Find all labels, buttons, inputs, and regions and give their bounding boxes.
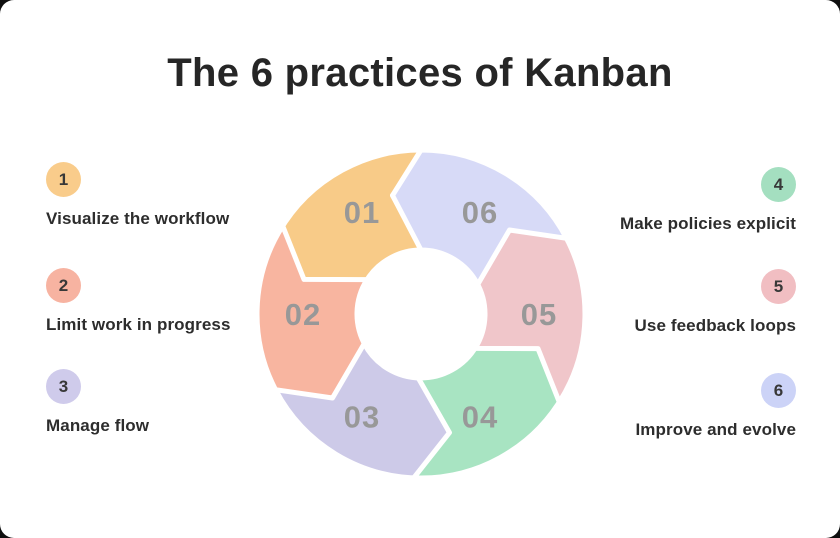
practice-6-badge: 6: [761, 373, 796, 408]
wheel-number-06: 06: [462, 195, 498, 230]
wheel-number-02: 02: [285, 297, 321, 332]
practice-4-badge: 4: [761, 167, 796, 202]
practice-item-4: 4 Make policies explicit: [620, 167, 796, 234]
wheel-segment-06: [390, 147, 569, 287]
wheel-number-04: 04: [462, 399, 498, 434]
practice-1-number: 1: [58, 169, 69, 189]
practice-3-label: Manage flow: [46, 416, 150, 435]
practice-item-6: 6 Improve and evolve: [635, 373, 796, 440]
practice-5-label: Use feedback loops: [634, 316, 796, 335]
page-title: The 6 practices of Kanban: [167, 51, 673, 95]
practice-item-5: 5 Use feedback loops: [635, 269, 796, 336]
practice-5-badge: 5: [761, 269, 796, 304]
practice-1-badge: 1: [46, 162, 81, 197]
practice-4-number: 4: [773, 174, 784, 194]
practice-item-2: 2 Limit work in progress: [46, 268, 231, 335]
wheel-number-01: 01: [344, 195, 380, 230]
practice-item-3: 3 Manage flow: [46, 369, 149, 436]
wheel-number-05: 05: [521, 297, 557, 332]
practice-3-number: 3: [58, 376, 69, 396]
practice-4-label: Make policies explicit: [619, 214, 796, 233]
practice-1-label: Visualize the workflow: [46, 209, 230, 228]
wheel-number-03: 03: [344, 399, 380, 434]
practice-5-number: 5: [773, 276, 784, 296]
practice-3-badge: 3: [46, 369, 81, 404]
practice-6-number: 6: [773, 380, 784, 400]
practice-6-label: Improve and evolve: [635, 420, 796, 439]
practice-2-number: 2: [58, 275, 69, 295]
practice-2-badge: 2: [46, 268, 81, 303]
practice-2-label: Limit work in progress: [46, 315, 231, 334]
practice-item-1: 1 Visualize the workflow: [46, 162, 229, 229]
